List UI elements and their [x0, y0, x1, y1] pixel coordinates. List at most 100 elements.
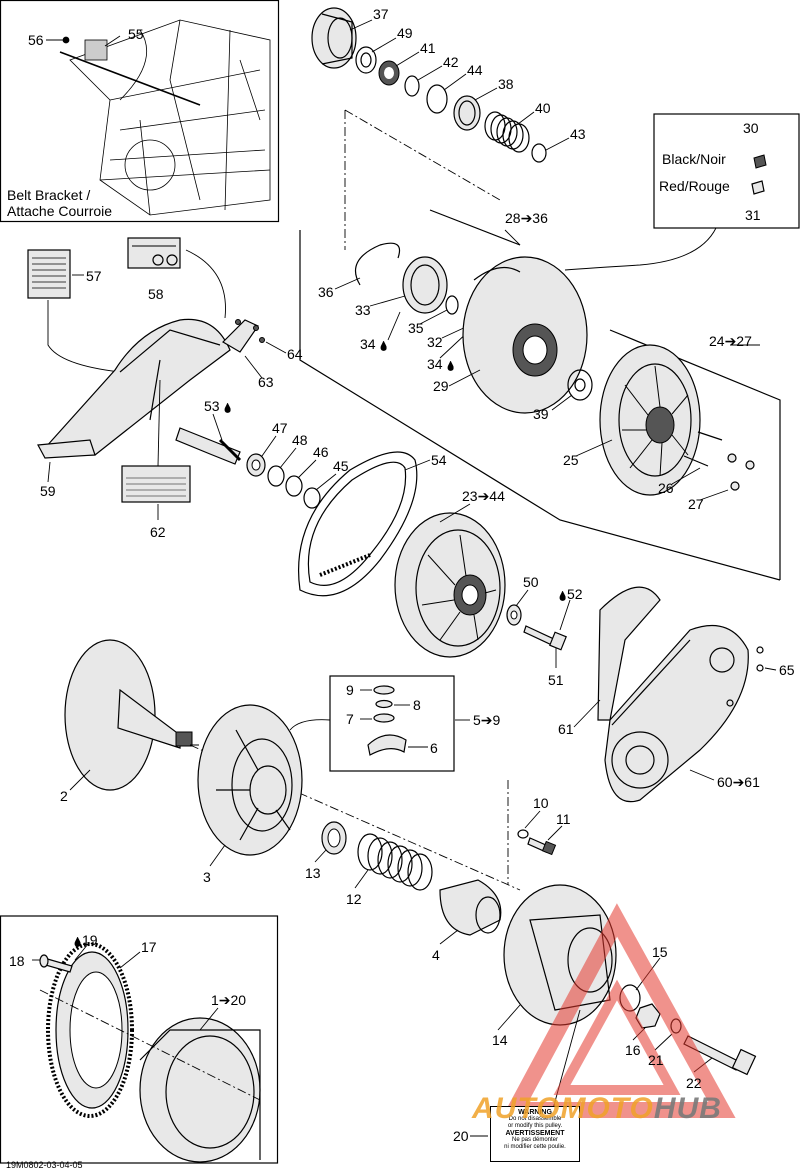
- driven-pulley-23: [394, 512, 506, 658]
- callout-59: 59: [40, 483, 56, 499]
- drive-pulley-assembly-1: [139, 1017, 261, 1163]
- spider-4: [439, 879, 502, 936]
- clutch-spring-12: [357, 833, 433, 891]
- callout-57: 57: [86, 268, 102, 284]
- callout-21: 21: [648, 1052, 664, 1068]
- color-label-black: Black/Noir: [662, 151, 726, 167]
- callout-65: 65: [779, 662, 795, 678]
- driven-sheave-29: [462, 256, 588, 414]
- callout-44: 44: [467, 62, 483, 78]
- callout-33: 33: [355, 302, 371, 318]
- lubricant-drop-icon: 💧: [222, 403, 234, 413]
- callout-50: 50: [523, 574, 539, 590]
- callout-60-61: 60➔61: [717, 774, 760, 790]
- callout-1-20: 1➔20: [211, 992, 247, 1008]
- callout-8: 8: [413, 697, 421, 713]
- shaft-53: [175, 427, 242, 465]
- watermark-part1: AUTOMOTO: [472, 1092, 654, 1125]
- watermark-part2: HUB: [653, 1092, 722, 1125]
- callout-36: 36: [318, 284, 334, 300]
- callout-29: 29: [433, 378, 449, 394]
- spring-color-inset-frame: [653, 113, 800, 229]
- figure-code: 19M0802-03-04-05: [6, 1160, 83, 1170]
- callout-4: 4: [432, 947, 440, 963]
- watermark-text: AUTOMOTOHUB: [472, 1092, 722, 1126]
- fixed-sheave-25: [599, 344, 701, 496]
- callout-56: 56: [28, 32, 44, 48]
- ring-gear-17: [46, 942, 134, 1118]
- callout-63: 63: [258, 374, 274, 390]
- warning-title: WARNING: [518, 1109, 552, 1116]
- weights-kit-frame: [329, 675, 455, 772]
- callout-3: 3: [203, 869, 211, 885]
- inset-caption-line2: Attache Courroie: [7, 203, 113, 219]
- callout-55: 55: [128, 26, 144, 42]
- lubricant-drop-icon: 💧: [378, 341, 390, 351]
- callout-25: 25: [563, 452, 579, 468]
- callout-64: 64: [287, 346, 303, 362]
- screw-11: [527, 837, 557, 856]
- callout-34a: 34: [360, 336, 376, 352]
- bolt-22: [683, 1035, 757, 1076]
- screw-18: [39, 954, 73, 973]
- callout-47: 47: [272, 420, 288, 436]
- warning-line1: Do not disassemble: [508, 1116, 562, 1122]
- callout-62: 62: [150, 524, 166, 540]
- callout-27: 27: [688, 496, 704, 512]
- callout-17: 17: [141, 939, 157, 955]
- fixed-sheave-2: [64, 639, 193, 791]
- decal-58: [127, 237, 181, 269]
- callout-35: 35: [408, 320, 424, 336]
- bolt-51: [523, 625, 567, 651]
- callout-52: 52: [567, 586, 583, 602]
- warning-line2: or modify this pulley.: [507, 1123, 563, 1129]
- vehicle-frame-sketch: [59, 19, 271, 216]
- washer-39: [567, 369, 593, 401]
- decal-62: [121, 465, 191, 503]
- callout-28-36: 28➔36: [505, 210, 548, 226]
- warning-label-20: WARNING Do not disassemble or modify thi…: [490, 1106, 580, 1162]
- belt-guard-59: [37, 318, 231, 459]
- spring-seat-black: [753, 154, 767, 169]
- drive-belt-54: [298, 451, 418, 597]
- callout-49: 49: [397, 25, 413, 41]
- callout-23-44: 23➔44: [462, 488, 505, 504]
- callout-51: 51: [548, 672, 564, 688]
- callout-12: 12: [346, 891, 362, 907]
- callout-24-27: 24➔27: [709, 333, 752, 349]
- snap-ring-36: [355, 242, 401, 286]
- callout-46: 46: [313, 444, 329, 460]
- callout-10: 10: [533, 795, 549, 811]
- callout-41: 41: [420, 40, 436, 56]
- nuts-27: [727, 453, 755, 491]
- lubricant-drop-icon: 💧: [445, 361, 457, 371]
- callout-19: 19: [82, 932, 98, 948]
- callout-11: 11: [556, 811, 571, 827]
- callout-37: 37: [373, 6, 389, 22]
- callout-20: 20: [453, 1128, 469, 1144]
- callout-13: 13: [305, 865, 321, 881]
- callout-9: 9: [346, 682, 354, 698]
- callout-39: 39: [533, 406, 549, 422]
- callout-22: 22: [686, 1075, 702, 1091]
- decal-57: [27, 249, 71, 299]
- callout-18: 18: [9, 953, 25, 969]
- callout-54: 54: [431, 452, 447, 468]
- callout-26: 26: [658, 480, 674, 496]
- callout-43: 43: [570, 126, 586, 142]
- callout-38: 38: [498, 76, 514, 92]
- watermark-triangle: [501, 903, 736, 1118]
- lubricant-drop-icon: 💧: [72, 937, 84, 947]
- weights-kit: [367, 685, 407, 756]
- clutch-guard-60: [597, 586, 764, 803]
- belt-bracket-inset-frame: [0, 0, 280, 223]
- callout-53: 53: [204, 398, 220, 414]
- callout-40: 40: [535, 100, 551, 116]
- callout-61: 61: [558, 721, 574, 737]
- callout-5-9: 5➔9: [473, 712, 501, 728]
- callout-7: 7: [346, 711, 354, 727]
- movable-sheave-3: [197, 704, 303, 856]
- callout-48: 48: [292, 432, 308, 448]
- callout-30: 30: [743, 120, 759, 136]
